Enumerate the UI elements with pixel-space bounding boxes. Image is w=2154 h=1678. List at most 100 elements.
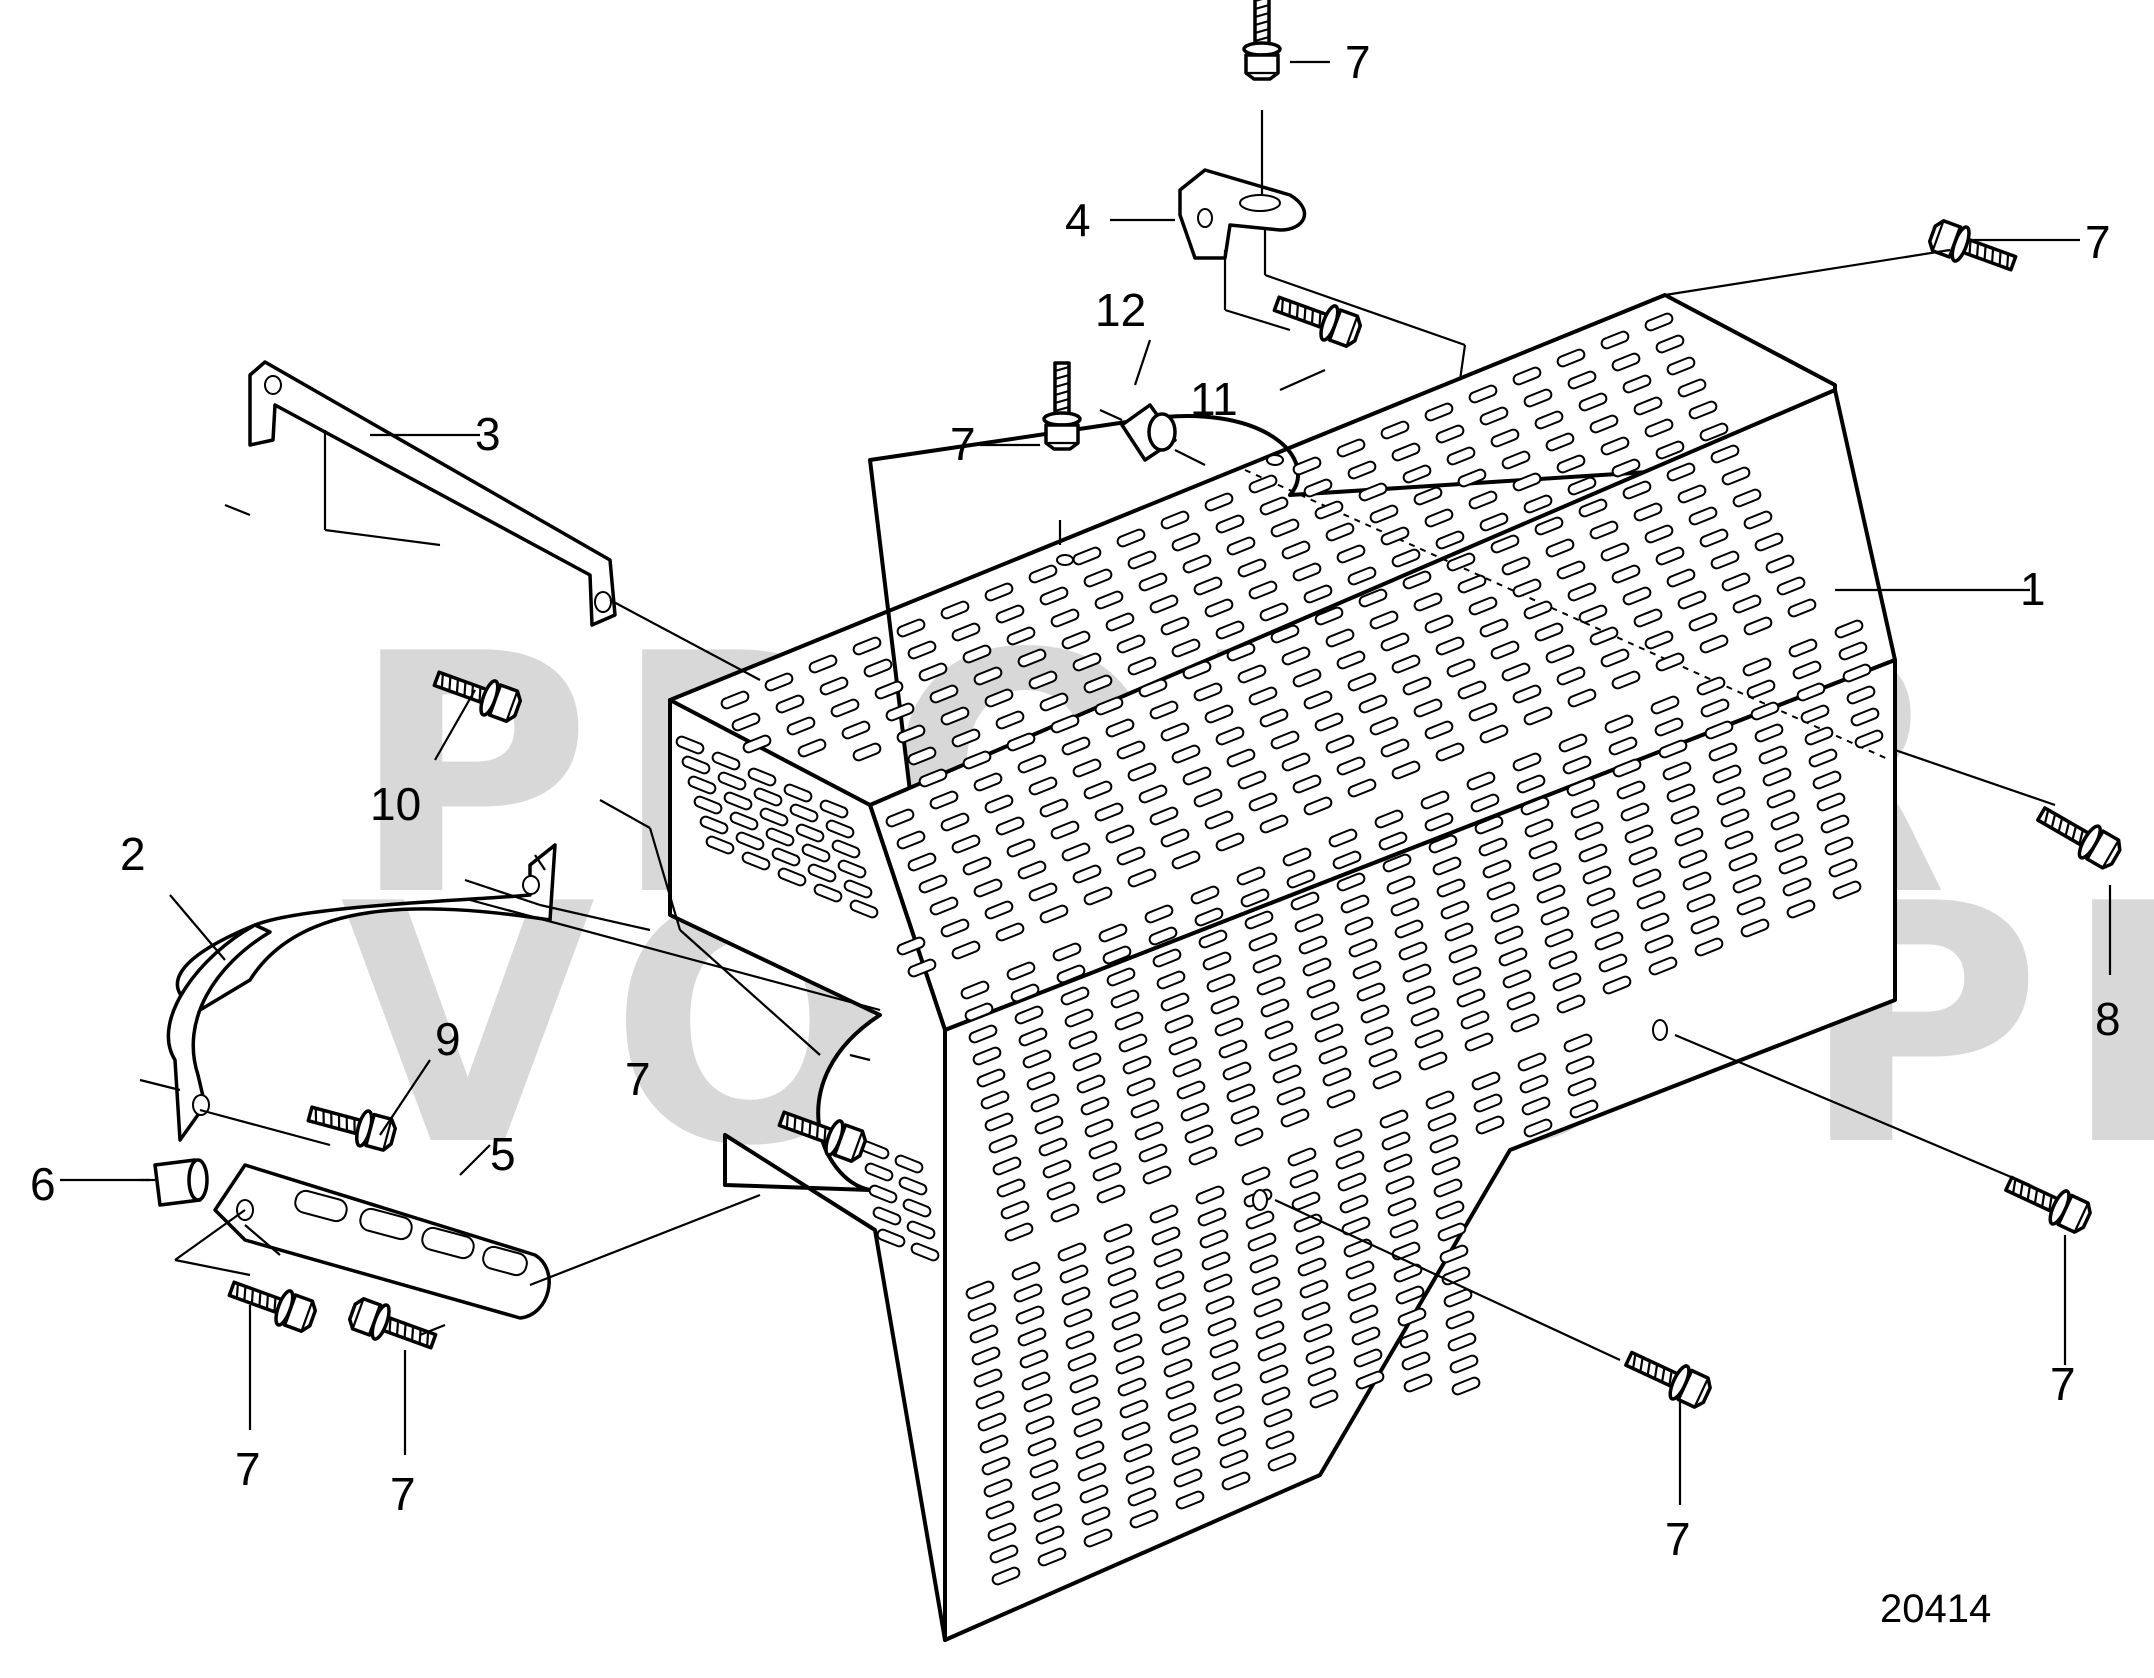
screws (227, 0, 2122, 1409)
perforation-slot (1138, 678, 1168, 698)
perforation-slot (1260, 998, 1290, 1018)
perforation-slot (1063, 1308, 1093, 1328)
perforation-slot (1203, 1273, 1233, 1293)
perforation-slot (1252, 954, 1282, 974)
perforation-slot (1121, 1421, 1151, 1441)
perforation-slot (1110, 989, 1140, 1009)
perforation-slot (1111, 1311, 1141, 1331)
flange-screw (2036, 806, 2122, 870)
perforation-slot (830, 698, 860, 718)
perforation-slot (1435, 742, 1465, 762)
perforation-slot (1716, 786, 1746, 806)
perforation-slot (1654, 717, 1684, 737)
perforation-slot (1694, 937, 1724, 957)
perforation-slot (1023, 1393, 1053, 1413)
perforation-slot (1171, 638, 1201, 658)
perforation-slot (1326, 1089, 1356, 1109)
perforation-slot (1545, 538, 1575, 558)
perforation-slot (1226, 748, 1256, 768)
perforation-slot (1193, 788, 1223, 808)
flange-screw (1042, 361, 1082, 451)
perforation-slot (1119, 1399, 1149, 1419)
perforation-slot (1061, 1286, 1091, 1306)
perforation-slot (1310, 1001, 1340, 1021)
perforation-slot (1144, 904, 1174, 924)
perforation-slot (1446, 446, 1476, 466)
perforation-slot (1490, 903, 1520, 923)
perforation-slot (1710, 444, 1740, 464)
perforation-slot (1510, 1013, 1540, 1033)
perforation-slot (1270, 624, 1300, 644)
perforation-slot (1072, 758, 1102, 778)
flange-screw (777, 1110, 868, 1163)
perforation-slot (1501, 450, 1531, 470)
guard-hole (1056, 554, 1074, 566)
perforation-slot (1149, 700, 1179, 720)
perforation-slot (1292, 562, 1322, 582)
perforation-slot (1435, 636, 1465, 656)
perforation-slot (1578, 843, 1608, 863)
perforation-slot (1240, 888, 1270, 908)
perforation-slot (1420, 790, 1450, 810)
spacer-12 (1120, 403, 1177, 462)
perforation-slot (907, 640, 937, 660)
perforation-slot (1173, 1468, 1203, 1488)
perforation-slot (1281, 540, 1311, 560)
perforation-slot (1336, 756, 1366, 776)
perforation-slot (1083, 1528, 1113, 1548)
perforation-slot (1474, 815, 1504, 835)
perforation-slot (1314, 712, 1344, 732)
perforation-slot (1446, 552, 1476, 572)
perforation-slot (1325, 628, 1355, 648)
perforation-slot (1594, 931, 1624, 951)
perforation-slot (1134, 1121, 1164, 1141)
perforation-slot (863, 658, 893, 678)
perforation-slot (1449, 1354, 1479, 1374)
perforation-slot (989, 1544, 1019, 1564)
perforation-slot (874, 680, 904, 700)
perforation-slot (1380, 632, 1410, 652)
perforation-slot (1105, 718, 1135, 738)
perforation-slot (1457, 468, 1487, 488)
perforation-slot (1816, 792, 1846, 812)
flange-screw (2004, 1175, 2092, 1234)
perforation-slot (1033, 1503, 1063, 1523)
perforation-slot (711, 751, 741, 771)
perforation-slot (1457, 680, 1487, 700)
perforation-slot (1479, 724, 1509, 744)
perforation-slot (1565, 1055, 1595, 1075)
perforation-slot (940, 812, 970, 832)
perforation-slot (1198, 929, 1228, 949)
perforation-slot (1344, 916, 1374, 936)
perforation-slot (1039, 692, 1069, 712)
flange-screw (1927, 219, 2018, 272)
perforation-slot (1351, 1326, 1381, 1346)
perforation-slot (1567, 688, 1597, 708)
perforation-slot (1369, 610, 1399, 630)
perforation-slot (1014, 1005, 1044, 1025)
perforation-slot (1381, 1131, 1411, 1151)
perforation-slot (1556, 666, 1586, 686)
perforation-slot (1289, 1169, 1319, 1189)
perforation-slot (1347, 1282, 1377, 1302)
perforation-slot (1004, 1222, 1034, 1242)
callout-5: 5 (490, 1128, 516, 1180)
perforation-slot (1127, 656, 1157, 676)
perforation-slot (1612, 758, 1642, 778)
perforation-slot (1149, 594, 1179, 614)
perforation-slot (1732, 594, 1762, 614)
perforation-slot (1248, 474, 1278, 494)
perforation-slot (1850, 707, 1880, 727)
perforation-slot (1787, 598, 1817, 618)
perforation-slot (1490, 534, 1520, 554)
perforation-slot (1215, 1405, 1245, 1425)
perforation-slot (1611, 564, 1641, 584)
perforation-slot (1219, 1449, 1249, 1469)
perforation-slot (1303, 584, 1333, 604)
perforation-slot (1600, 330, 1630, 350)
perforation-slot (1057, 1242, 1087, 1262)
perforation-slot (1352, 960, 1382, 980)
perforation-slot (962, 750, 992, 770)
perforation-slot (1348, 938, 1378, 958)
perforation-slot (1401, 1351, 1431, 1371)
